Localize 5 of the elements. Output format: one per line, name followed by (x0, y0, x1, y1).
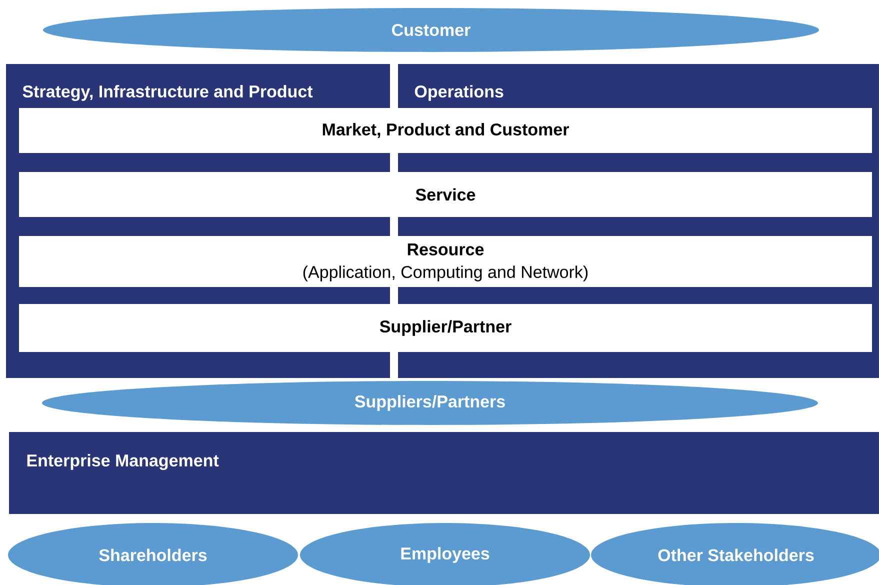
layer-band: Market, Product and Customer (19, 108, 872, 153)
layer-band: Resource (Application, Computing and Network) (19, 236, 872, 287)
panel: Enterprise Management (9, 432, 879, 514)
layer-band: Service (19, 172, 872, 217)
layer-band: Supplier/Partner (19, 304, 872, 352)
